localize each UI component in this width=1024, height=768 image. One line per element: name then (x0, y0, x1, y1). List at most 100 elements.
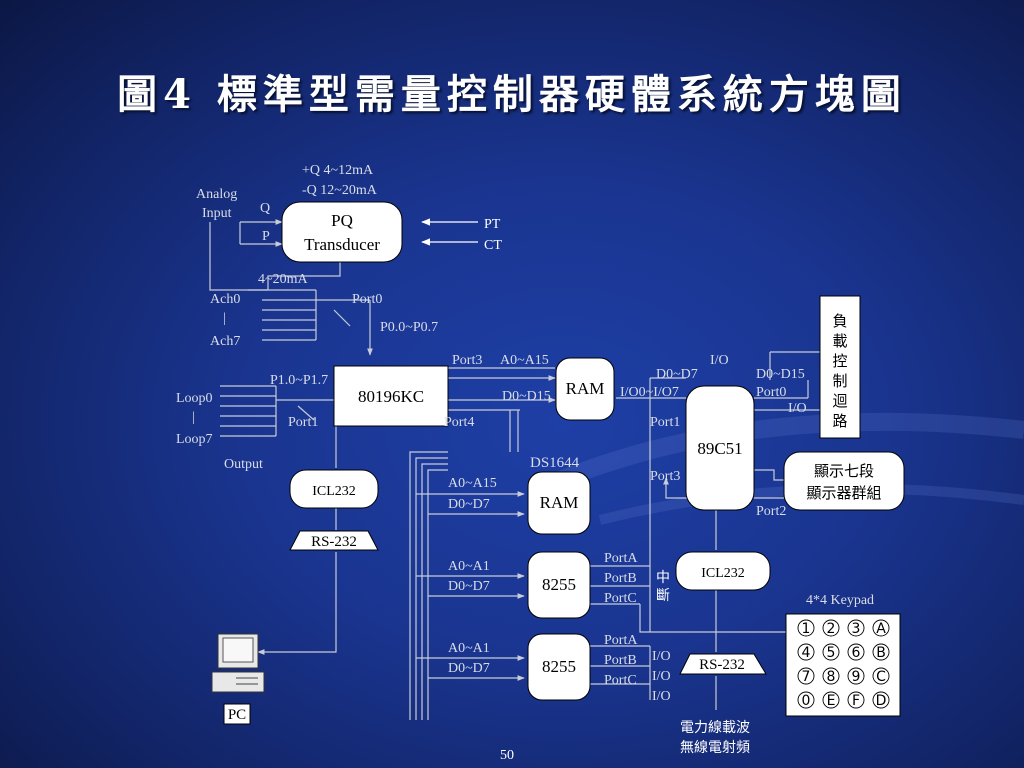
keypad-key: 8 (822, 667, 840, 685)
load-control-char: 路 (832, 412, 847, 430)
keypad-key-circle (872, 619, 890, 637)
port4-cpu-label: Port4 (444, 415, 474, 430)
port1-mcu-label: Port1 (650, 415, 680, 430)
keypad-key-label: 6 (852, 645, 861, 661)
io-b-label: I/O (652, 669, 671, 684)
loop7-label: Loop7 (176, 432, 213, 447)
load-control-char: 負 (832, 312, 847, 330)
cpu-80196kc-block: 80196KC (333, 365, 449, 427)
port0-cpu-label: Port0 (352, 292, 382, 307)
keypad-key: 1 (797, 619, 815, 637)
p00-p07-label: P0.0~P0.7 (380, 320, 438, 335)
a0-a15-top-label: A0~A15 (500, 353, 549, 368)
keypad-key-circle (797, 691, 815, 709)
keypad-key-circle (797, 643, 815, 661)
wires (209, 218, 820, 720)
keypad-key: 7 (797, 667, 815, 685)
a0-a1-ppi2-label: A0~A1 (448, 641, 490, 656)
q-label: Q (260, 201, 270, 216)
keypad-key-circle (797, 619, 815, 637)
keypad-key-circle (847, 643, 865, 661)
interrupt-label-2: 斷 (656, 588, 670, 604)
keypad-key: 3 (847, 619, 865, 637)
keypad-key-label: 8 (827, 669, 836, 685)
port2-mcu-label: Port2 (756, 504, 786, 519)
mcu-label: 89C51 (697, 439, 742, 458)
keypad-key-label: 1 (802, 621, 811, 637)
keypad-key-label: D (876, 693, 887, 709)
d0-d7-ppi2-label: D0~D7 (448, 661, 490, 676)
io-right-label: I/O (788, 401, 807, 416)
rs232-right-label: RS-232 (699, 657, 745, 673)
keypad-key-circle (872, 667, 890, 685)
load-control-block: 負 載 控 制 迴 路 (819, 295, 861, 439)
ppi1-label: 8255 (542, 575, 576, 594)
keypad-key-label: 2 (827, 621, 836, 637)
keypad-key-label: E (827, 693, 836, 709)
a0-a15-ram2-label: A0~A15 (448, 476, 497, 491)
ram1-label: RAM (566, 379, 605, 398)
ram2-block: RAM (527, 471, 591, 535)
keypad-key-label: C (876, 669, 886, 685)
keypad-key: C (872, 667, 890, 685)
seven-seg-line1: 顯示七段 (814, 462, 874, 480)
rs232-left-label: RS-232 (311, 534, 357, 550)
keypad-key: A (872, 619, 890, 637)
keypad-key-label: 4 (802, 645, 811, 661)
ram1-block: RAM (555, 357, 615, 421)
a0-a1-ppi1-label: A0~A1 (448, 559, 490, 574)
keypad-key-circle (872, 691, 890, 709)
keypad-key-circle (797, 667, 815, 685)
keypad-key: D (872, 691, 890, 709)
icl232-left-block: ICL232 (289, 469, 379, 509)
ach0-label: Ach0 (210, 292, 240, 307)
keypad-key-label: 7 (802, 669, 811, 685)
keypad-key-label: B (876, 645, 886, 661)
icl232-left-label: ICL232 (312, 484, 356, 499)
pq-transducer-line2: Transducer (304, 235, 380, 254)
keypad-key: 0 (797, 691, 815, 709)
q-range-label: +Q 4~12mA (302, 163, 374, 178)
ppi-8255-2-block: 8255 (527, 633, 591, 701)
port1-cpu-label: Port1 (288, 415, 318, 430)
rs232-right-connector: RS-232 (679, 653, 767, 675)
p10-p17-label: P1.0~P1.7 (270, 373, 328, 388)
keypad-key: 9 (847, 667, 865, 685)
keypad-key-label: 0 (802, 693, 811, 709)
plc-label-1: 電力線載波 (680, 720, 750, 736)
keypad-key-label: A (876, 621, 886, 637)
loop0-label: Loop0 (176, 391, 213, 406)
keypad-key-circle (822, 643, 840, 661)
load-control-char: 載 (832, 332, 847, 350)
seven-segment-block: 顯示七段 顯示器群組 (783, 451, 905, 511)
p-label: P (262, 229, 270, 244)
keypad-key-label: 3 (852, 621, 861, 637)
output-label: Output (224, 457, 263, 472)
icl232-right-block: ICL232 (675, 551, 771, 591)
d0-d7-ppi1-label: D0~D7 (448, 579, 490, 594)
keypad-key: E (822, 691, 840, 709)
porta-1-label: PortA (604, 551, 638, 566)
port3-mcu-label: Port3 (650, 469, 680, 484)
ram2-label: RAM (540, 493, 579, 512)
d0-d7-mcu-label: D0~D7 (656, 367, 698, 382)
keypad-key-circle (822, 619, 840, 637)
load-control-char: 控 (832, 352, 847, 370)
io-a-label: I/O (652, 649, 671, 664)
d0-d15-top-label: D0~D15 (502, 389, 551, 404)
keypad-key-circle (822, 691, 840, 709)
keypad-key: 6 (847, 643, 865, 661)
page-number: 50 (500, 748, 514, 763)
mcu-89c51-block: 89C51 (685, 385, 755, 511)
analog-input-label-1: Analog (196, 187, 237, 202)
keypad-key-label: 5 (827, 645, 836, 661)
ct-label: CT (484, 238, 502, 253)
pq-transducer-block: PQ Transducer (281, 201, 403, 263)
pq-transducer-line1: PQ (331, 211, 353, 230)
io-top-label: I/O (710, 353, 729, 368)
keypad-key: 5 (822, 643, 840, 661)
diagram-labels: +Q 4~12mA -Q 12~20mA Analog Input Q P PT… (176, 163, 874, 756)
ma-range-label: 4~20mA (258, 272, 308, 287)
